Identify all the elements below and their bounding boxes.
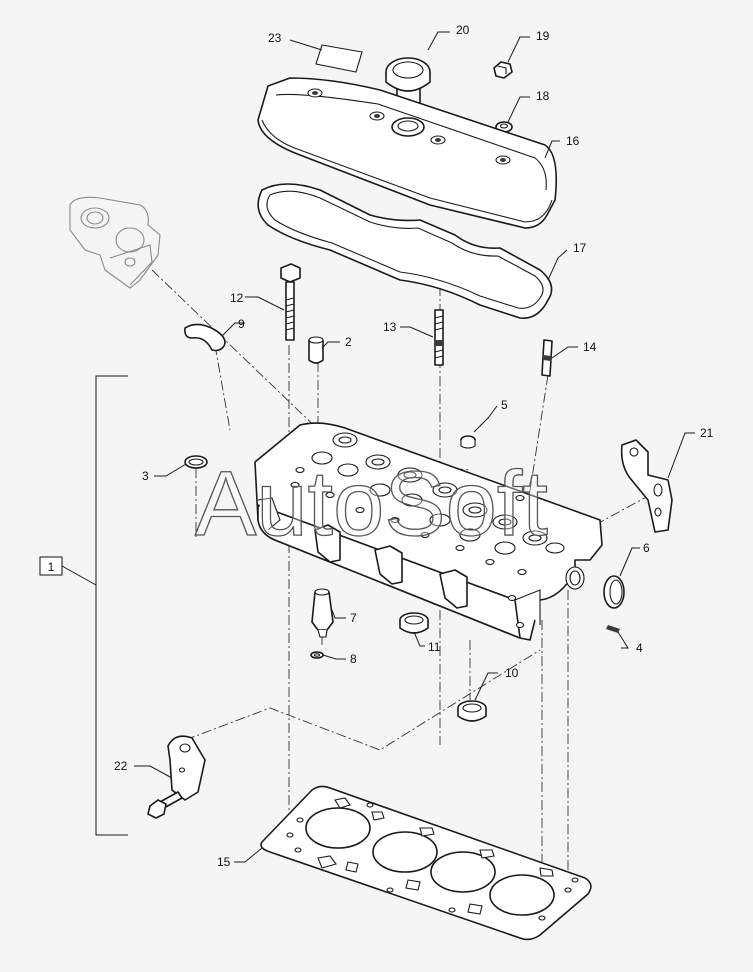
callout-12: 12 (230, 291, 244, 305)
callout-21: 21 (700, 426, 714, 440)
assembly-callout-label: 1 (48, 560, 55, 574)
callout-9: 9 (238, 317, 245, 331)
assembly-bracket: 1 (39, 375, 128, 836)
callout-16: 16 (566, 134, 580, 148)
callout-19: 19 (536, 29, 550, 43)
part-22-lifting-eye (147, 735, 206, 819)
assembly-callout-box (39, 556, 63, 576)
callout-10: 10 (505, 666, 519, 680)
callout-4: 4 (636, 641, 643, 655)
part-4-plug (606, 625, 620, 633)
part-8-washer (310, 651, 324, 659)
callout-11: 11 (428, 640, 441, 654)
part-23-decal (315, 44, 363, 73)
callout-13: 13 (383, 320, 397, 334)
callout-3: 3 (142, 469, 149, 483)
part-10-seal (457, 700, 487, 722)
callout-23: 23 (268, 31, 282, 45)
callout-15: 15 (217, 855, 231, 869)
cylinder-head-assembly (254, 422, 603, 641)
part-6-seal-ring (603, 575, 625, 609)
part-16-valve-cover (257, 77, 558, 229)
callout-8: 8 (350, 652, 357, 666)
part-3-o-ring (184, 455, 208, 469)
callout-5: 5 (501, 398, 508, 412)
leader-lines (134, 31, 695, 863)
part-19-nut (493, 61, 513, 79)
part-2-dowel-pin (308, 336, 324, 364)
callout-6: 6 (643, 541, 650, 555)
callout-labels: 23 20 19 18 16 17 12 9 2 13 14 5 3 21 6 … (114, 23, 714, 869)
callout-22: 22 (114, 759, 128, 773)
part-21-lifting-bracket (620, 439, 673, 533)
callout-7: 7 (350, 611, 357, 625)
part-15-head-gasket (260, 785, 592, 941)
part-11-seal (399, 612, 429, 634)
callout-14: 14 (583, 340, 597, 354)
part-7-nozzle-sleeve (311, 588, 334, 638)
part-9-bypass-hose (184, 323, 226, 352)
part-14-stud (541, 339, 553, 377)
autosoft-watermark: AutoSoft (195, 453, 548, 555)
part-12-head-bolt (280, 263, 301, 341)
part-13-stud (434, 309, 444, 366)
callout-17: 17 (573, 241, 587, 255)
reference-thermostat-housing (69, 196, 161, 289)
part-17-valve-cover-gasket (257, 183, 553, 319)
callout-18: 18 (536, 89, 550, 103)
callout-20: 20 (456, 23, 470, 37)
part-5-plug (460, 435, 476, 449)
callout-2: 2 (345, 335, 352, 349)
